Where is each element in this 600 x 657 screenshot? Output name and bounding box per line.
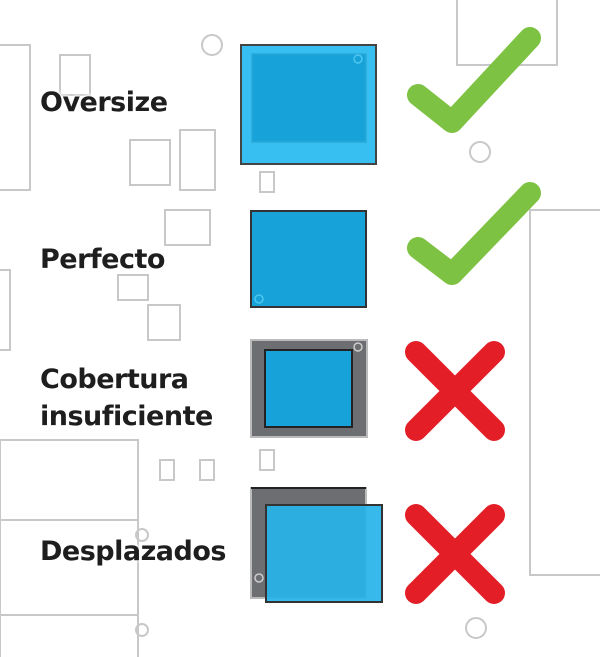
cross-icon [405,504,505,604]
check-icon [407,182,541,285]
label-oversize: Oversize [40,87,168,118]
perfect-aperture [250,210,367,308]
label-cobertura: Cobertura [40,364,189,395]
check-icon [407,27,541,133]
misaligned-aperture [250,487,383,603]
oversize-aperture [240,44,377,165]
label-perfecto: Perfecto [40,244,165,275]
label-insuficiente: insuficiente [40,401,213,432]
cross-icon [405,341,505,441]
label-desplazados: Desplazados [40,536,226,567]
insufficient-aperture [250,339,368,438]
